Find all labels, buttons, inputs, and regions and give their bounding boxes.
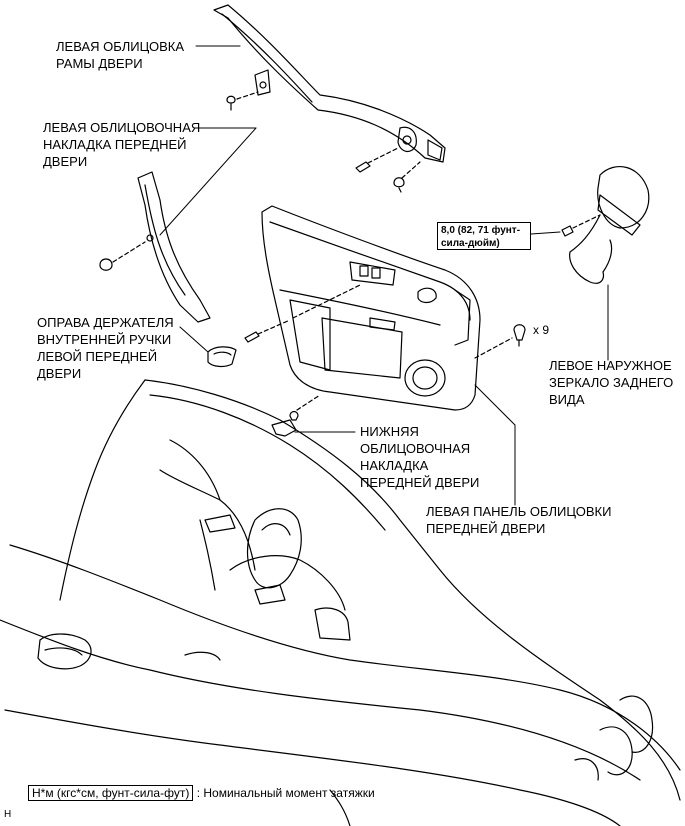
lower-garnish-part bbox=[271, 419, 297, 437]
legend-unit-box: Н*м (кгс*см, фунт-сила-фут) bbox=[28, 785, 194, 801]
frame-trim-clip-2 bbox=[393, 177, 405, 193]
label-door-trim-panel: ЛЕВАЯ ПАНЕЛЬ ОБЛИЦОВКИ ПЕРЕДНЕЙ ДВЕРИ bbox=[426, 504, 612, 536]
label-handle-bezel: ОПРАВА ДЕРЖАТЕЛЯ ВНУТРЕННЕЙ РУЧКИ ЛЕВОЙ … bbox=[37, 315, 174, 381]
label-outer-mirror: ЛЕВОЕ НАРУЖНОЕ ЗЕРКАЛО ЗАДНЕГО ВИДА bbox=[549, 358, 674, 407]
car-body-outline bbox=[0, 379, 681, 826]
leader-lines bbox=[159, 45, 609, 506]
door-frame-trim-part bbox=[213, 4, 446, 163]
clip-quantity: x 9 bbox=[533, 323, 550, 337]
frame-trim-clip-1 bbox=[226, 95, 236, 111]
panel-screw-2 bbox=[289, 410, 299, 421]
panel-screw-1 bbox=[244, 331, 260, 343]
inner-handle-bezel-part bbox=[207, 346, 237, 368]
corner-code: H bbox=[4, 809, 12, 820]
frame-trim-screw bbox=[355, 161, 371, 173]
legend-description: : Номинальный момент затяжки bbox=[196, 786, 375, 800]
label-frame-trim: ЛЕВАЯ ОБЛИЦОВКА РАМЫ ДВЕРИ bbox=[56, 39, 184, 71]
mirror-bolt bbox=[561, 225, 574, 237]
door-trim-panel-part bbox=[261, 205, 481, 411]
label-front-door-garnish: ЛЕВАЯ ОБЛИЦОВОЧНАЯ НАКЛАДКА ПЕРЕДНЕЙ ДВЕ… bbox=[43, 120, 201, 169]
label-lower-garnish: НИЖНЯЯ ОБЛИЦОВОЧНАЯ НАКЛАДКА ПЕРЕДНЕЙ ДВ… bbox=[360, 424, 480, 490]
torque-spec-box: 8,0 (82, 71 фунт- сила-дюйм) bbox=[437, 222, 531, 250]
panel-clip bbox=[513, 324, 526, 347]
torque-legend: Н*м (кгс*см, фунт-сила-фут) : Номинальны… bbox=[28, 785, 375, 801]
front-door-garnish-part bbox=[137, 171, 211, 323]
garnish-clip bbox=[99, 258, 113, 271]
outer-mirror-part bbox=[569, 166, 650, 284]
